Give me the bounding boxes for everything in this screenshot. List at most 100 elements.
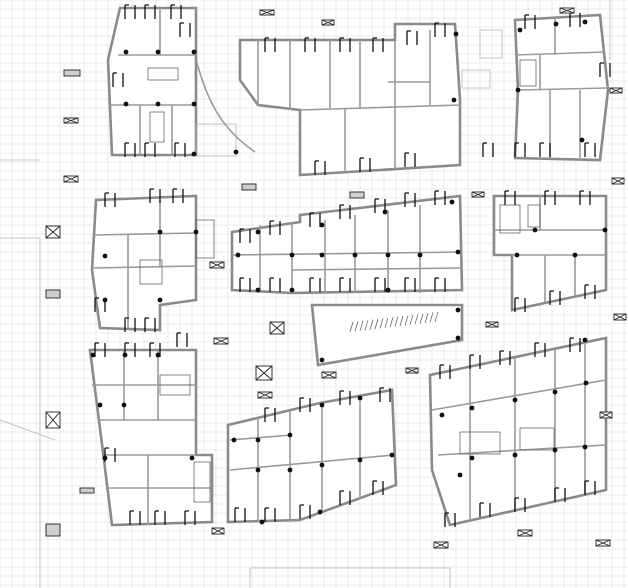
paving-marker-15 xyxy=(269,321,285,335)
building-block-south-west xyxy=(88,348,214,527)
paving-marker-30 xyxy=(211,527,225,535)
door-26 xyxy=(149,188,161,203)
column-3 xyxy=(191,49,197,55)
column-46 xyxy=(231,437,237,443)
building-block-north-west xyxy=(106,6,256,157)
door-3 xyxy=(170,4,182,19)
paving-marker-10 xyxy=(349,191,365,199)
paving-marker-12 xyxy=(45,225,61,239)
paving-marker-17 xyxy=(321,371,337,379)
door-1 xyxy=(124,4,136,19)
door-14 xyxy=(434,22,446,37)
column-12 xyxy=(553,21,559,27)
door-7 xyxy=(144,142,156,157)
door-2 xyxy=(144,4,156,19)
column-13 xyxy=(582,19,588,25)
column-31 xyxy=(455,249,461,255)
column-44 xyxy=(102,455,108,461)
paving-marker-29 xyxy=(595,539,611,547)
door-31 xyxy=(239,228,251,243)
paving-marker-7 xyxy=(609,87,623,94)
column-23 xyxy=(319,222,325,228)
building-block-south-east xyxy=(428,336,608,527)
door-67 xyxy=(379,387,391,402)
paving-marker-5 xyxy=(321,19,335,26)
column-47 xyxy=(255,437,261,443)
column-30 xyxy=(417,252,423,258)
paving-marker-22 xyxy=(405,367,419,374)
door-24 xyxy=(599,62,611,77)
door-4 xyxy=(179,22,191,37)
column-6 xyxy=(191,101,197,107)
paving-marker-6 xyxy=(559,7,575,14)
door-68 xyxy=(439,364,451,379)
door-59 xyxy=(234,507,246,522)
column-22 xyxy=(255,229,261,235)
paving-marker-19 xyxy=(613,313,627,321)
column-15 xyxy=(515,87,521,93)
door-15 xyxy=(314,160,326,175)
column-1 xyxy=(123,49,129,55)
door-8 xyxy=(174,142,186,157)
door-48 xyxy=(514,297,526,312)
column-32 xyxy=(255,287,261,293)
column-20 xyxy=(157,297,163,303)
column-42 xyxy=(97,402,103,408)
paving-marker-11 xyxy=(471,191,485,198)
door-65 xyxy=(299,397,311,412)
column-7 xyxy=(191,151,197,157)
paving-marker-18 xyxy=(485,321,499,328)
door-60 xyxy=(264,507,276,522)
paving-marker-14 xyxy=(209,261,225,269)
door-42 xyxy=(374,277,386,292)
paving-marker-25 xyxy=(79,487,95,494)
column-70 xyxy=(455,307,461,313)
column-49 xyxy=(255,467,261,473)
column-59 xyxy=(469,405,475,411)
door-32 xyxy=(269,220,281,235)
door-13 xyxy=(406,30,418,45)
column-21 xyxy=(235,252,241,258)
column-62 xyxy=(583,380,589,386)
column-55 xyxy=(357,395,363,401)
column-56 xyxy=(259,519,265,525)
column-16 xyxy=(102,253,108,259)
door-46 xyxy=(544,190,556,205)
door-18 xyxy=(482,142,494,157)
door-36 xyxy=(404,192,416,207)
door-75 xyxy=(514,497,526,512)
structural-columns xyxy=(90,19,608,525)
door-5 xyxy=(112,72,124,87)
door-71 xyxy=(534,342,546,357)
column-71 xyxy=(455,335,461,341)
door-34 xyxy=(339,204,351,219)
door-9 xyxy=(264,37,276,52)
paving-marker-23 xyxy=(45,411,61,429)
door-77 xyxy=(584,480,596,495)
door-38 xyxy=(239,277,251,292)
site-boundary xyxy=(0,0,611,588)
door-10 xyxy=(304,37,316,52)
column-68 xyxy=(582,444,588,450)
column-28 xyxy=(352,252,358,258)
stair-e xyxy=(499,204,541,234)
door-54 xyxy=(176,332,188,347)
column-43 xyxy=(121,402,127,408)
column-5 xyxy=(155,101,161,107)
column-39 xyxy=(90,352,96,358)
column-48 xyxy=(287,432,293,438)
column-14 xyxy=(579,137,585,143)
building-block-center-small xyxy=(310,303,464,367)
stair-sw xyxy=(159,374,211,503)
paving-marker-2 xyxy=(63,117,79,124)
building-block-north-center xyxy=(238,22,503,177)
column-54 xyxy=(319,402,325,408)
door-62 xyxy=(339,490,351,505)
column-4 xyxy=(123,101,129,107)
column-65 xyxy=(469,455,475,461)
column-53 xyxy=(389,452,395,458)
column-51 xyxy=(319,462,325,468)
column-29 xyxy=(385,252,391,258)
door-41 xyxy=(339,277,351,292)
